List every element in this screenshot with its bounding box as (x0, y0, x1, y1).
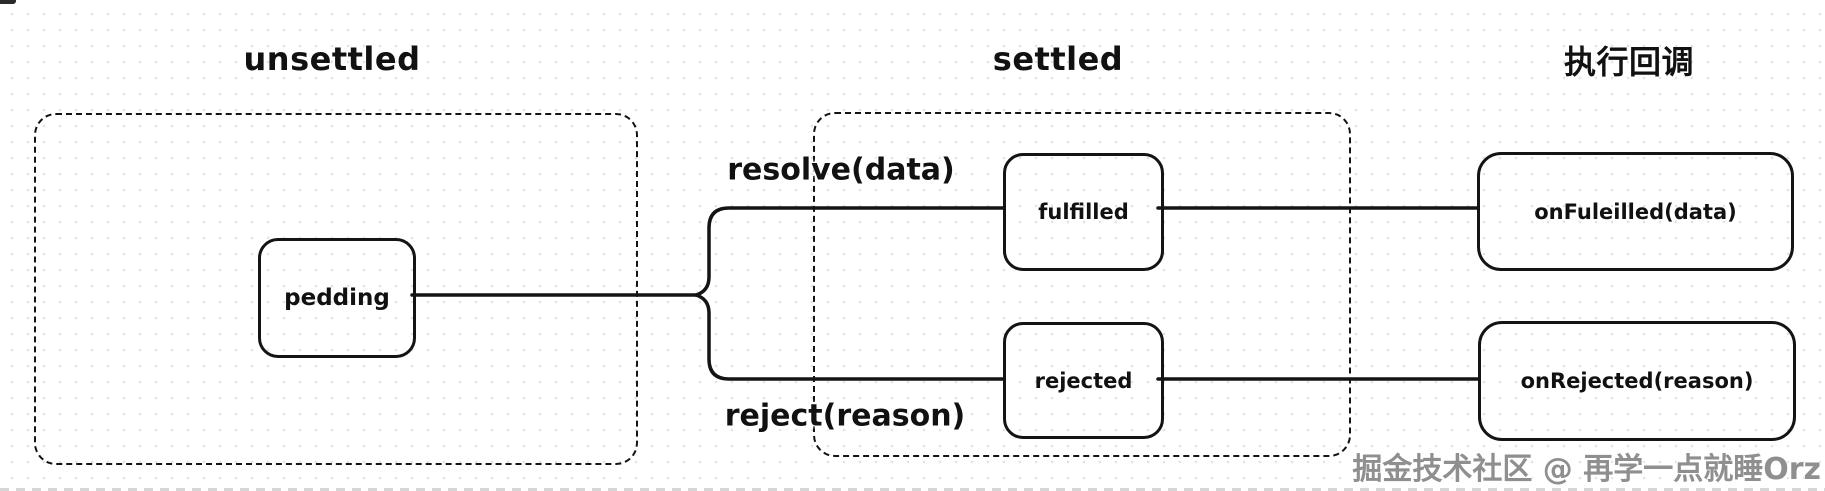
connector-branch-reject (694, 293, 1005, 381)
top-left-edge-artifact (0, 0, 16, 4)
unsettled-group-box (34, 113, 638, 465)
pending-state-label: pedding (284, 285, 390, 311)
reject-transition-label: reject(reason) (724, 398, 966, 434)
rejected-state-node: rejected (1003, 322, 1164, 439)
settled-title: settled (992, 40, 1124, 78)
resolve-transition-label: resolve(data) (727, 152, 955, 188)
rejected-state-label: rejected (1034, 368, 1133, 393)
fulfilled-state-node: fulfilled (1003, 153, 1164, 271)
fulfilled-state-label: fulfilled (1038, 200, 1129, 224)
settled-group-box (813, 112, 1351, 457)
pending-state-node: pedding (258, 238, 416, 358)
on-rejected-callback-label: onRejected(reason) (1520, 369, 1754, 393)
unsettled-title: unsettled (243, 40, 421, 78)
on-fulfilled-callback-label: onFuleilled(data) (1534, 199, 1737, 224)
on-rejected-callback-node: onRejected(reason) (1478, 321, 1796, 441)
juejin-watermark: 掘金技术社区 @ 再学一点就睡Orz (1352, 452, 1821, 487)
connector-branch-resolve (694, 206, 1005, 297)
callbacks-title: 执行回调 (1563, 43, 1695, 81)
bottom-edge-artifact (0, 488, 1825, 491)
on-fulfilled-callback-node: onFuleilled(data) (1477, 152, 1794, 271)
